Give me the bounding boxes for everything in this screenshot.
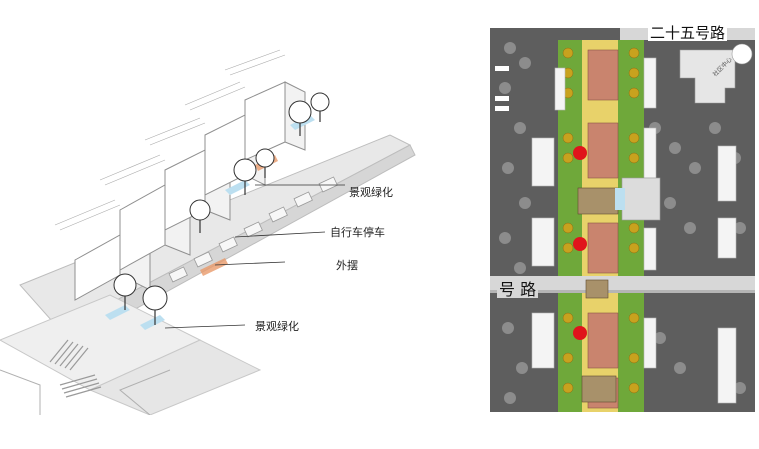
crosswalk-upper bbox=[49, 339, 89, 371]
mid-building bbox=[621, 177, 661, 221]
buildings-left bbox=[531, 67, 566, 369]
parked-cars bbox=[168, 176, 338, 283]
red-marker-1 bbox=[573, 146, 587, 160]
label-outdoor-display: 外摆 bbox=[336, 259, 358, 272]
master-plan-map bbox=[490, 28, 755, 412]
label-bike-parking: 自行车停车 bbox=[330, 226, 385, 239]
road-edge-left bbox=[0, 369, 41, 415]
street-axonometric-illustration bbox=[0, 40, 420, 415]
red-marker-3 bbox=[573, 326, 587, 340]
leader-lines bbox=[164, 184, 345, 329]
label-landscape-bottom: 景观绿化 bbox=[255, 320, 299, 333]
map-label-mid-road: 号 路 bbox=[497, 280, 539, 299]
water-feature bbox=[615, 188, 625, 210]
red-marker-2 bbox=[573, 237, 587, 251]
road-edge-right bbox=[119, 369, 171, 415]
plan-svg bbox=[490, 28, 755, 412]
nodes bbox=[577, 187, 619, 403]
roundabout bbox=[731, 43, 753, 65]
corridor-trees bbox=[562, 47, 640, 394]
buildings-right bbox=[643, 57, 737, 404]
road-middle bbox=[490, 276, 755, 290]
trees bbox=[113, 92, 330, 311]
axonometric-svg bbox=[0, 49, 416, 415]
road-middle-edge bbox=[490, 290, 755, 293]
tree-trunks bbox=[124, 111, 321, 325]
left-small-markers bbox=[495, 66, 509, 111]
roof-hatch bbox=[54, 49, 286, 231]
map-label-top-road: 二十五号路 bbox=[648, 24, 728, 42]
community-building bbox=[679, 49, 736, 104]
red-markers bbox=[573, 146, 587, 340]
label-landscape-top: 景观绿化 bbox=[349, 186, 393, 199]
street-plaza-lower bbox=[88, 339, 262, 415]
crosswalk-lower bbox=[59, 374, 102, 398]
